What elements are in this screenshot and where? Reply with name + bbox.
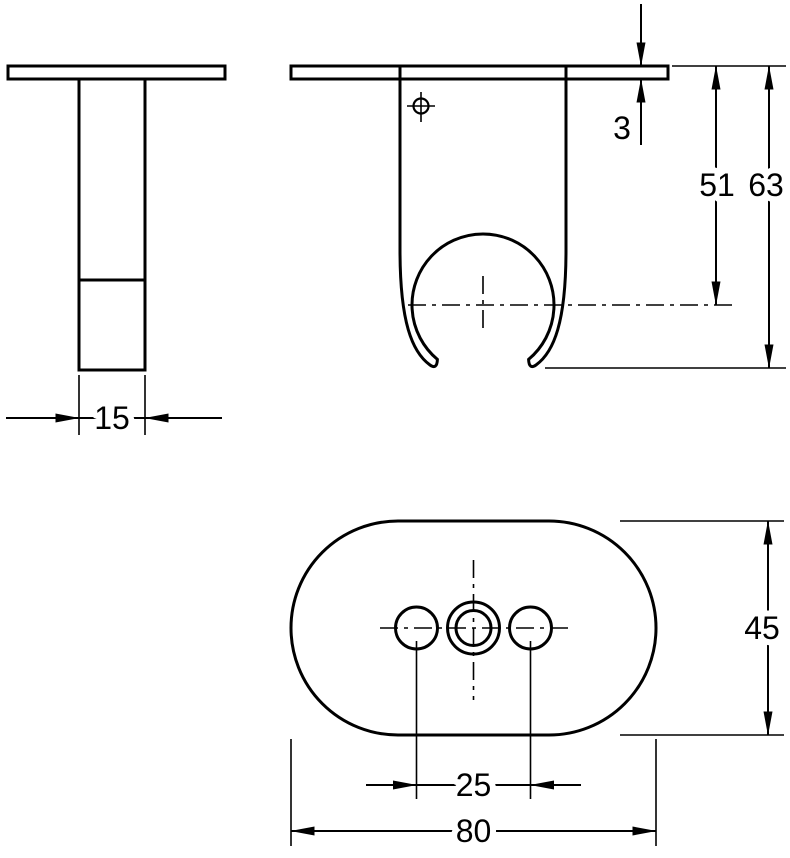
dim-label-cradle-center-height: 51 <box>699 167 735 203</box>
dimension-base-width: 80 <box>290 739 657 855</box>
dim-label-base-height: 45 <box>744 610 780 646</box>
mounting-plate-profile <box>289 64 670 81</box>
side-view: 15 <box>6 64 227 442</box>
dimension-hole-spacing: 25 <box>366 641 581 809</box>
front-view: 3 51 63 <box>289 4 790 369</box>
dimension-total-height: 63 <box>742 65 790 369</box>
plan-view: 25 80 45 <box>289 519 786 855</box>
base-plate-outline <box>289 519 658 737</box>
dimension-stem-width: 15 <box>6 375 222 442</box>
holder-body-outline <box>398 79 568 369</box>
dim-label-stem-width: 15 <box>94 400 130 436</box>
stem-profile <box>77 79 147 372</box>
dim-label-total-height: 63 <box>748 167 784 203</box>
dimension-plate-thickness: 3 <box>607 4 646 152</box>
dim-label-plate-thickness: 3 <box>613 110 631 146</box>
dimension-base-height: 45 <box>620 520 786 736</box>
dimension-cradle-center-height: 51 <box>693 65 741 306</box>
dim-label-base-width: 80 <box>456 813 492 849</box>
flange-top-profile <box>6 64 227 81</box>
dim-label-hole-spacing: 25 <box>456 767 492 803</box>
